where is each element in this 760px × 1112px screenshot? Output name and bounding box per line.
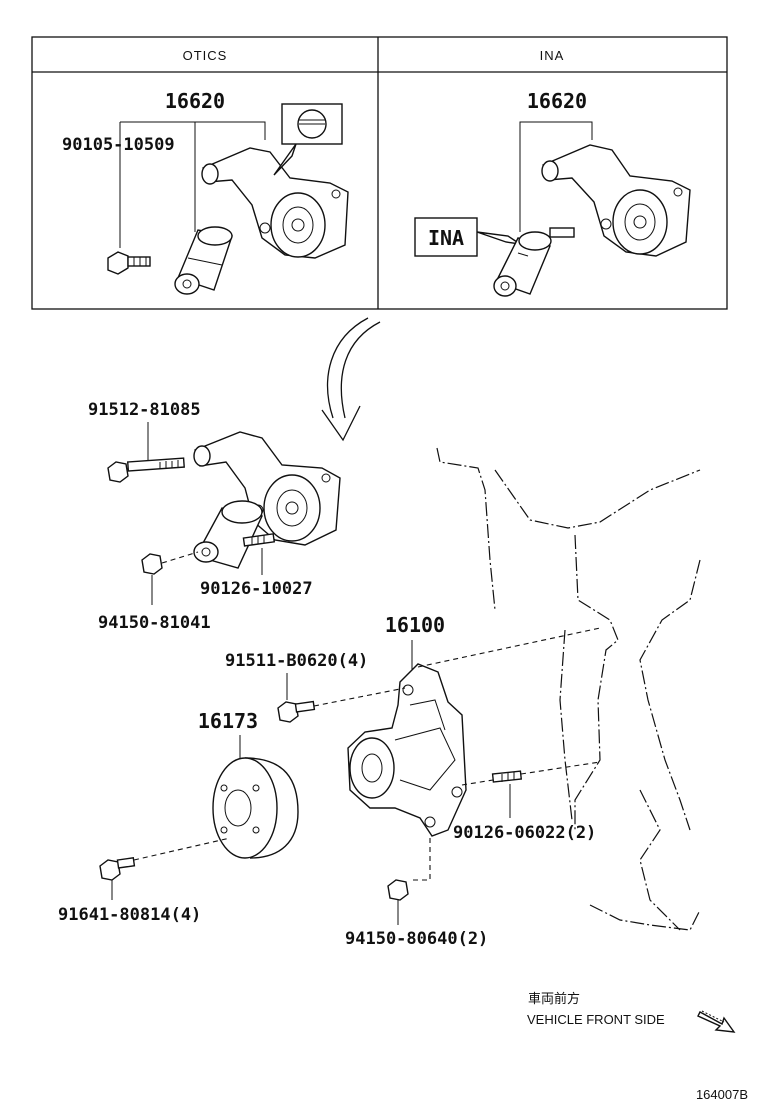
tensioner-bolt-label: 91512-81085 (88, 400, 201, 420)
otics-tensioner-label: 16620 (165, 89, 225, 113)
ina-callout-label: INA (428, 226, 464, 250)
pump-stud (491, 770, 523, 783)
otics-assembly-leader (120, 121, 266, 140)
pulley-bolt-dash (133, 837, 231, 861)
ina-damper (493, 227, 575, 297)
pulley-bolt (99, 857, 136, 881)
curved-arrow-outer (340, 321, 381, 419)
diagram-id: 164007B (696, 1087, 748, 1102)
ina-callout-box (414, 217, 478, 257)
variant-table: OTICS INA (31, 36, 728, 310)
ina-assembly-leader (519, 121, 593, 232)
water-pump-label: 16100 (385, 613, 445, 637)
otics-panel: 16620 90105-10509 (62, 89, 349, 295)
ina-panel: 16620 INA (414, 89, 691, 297)
otics-damper (174, 226, 233, 295)
vehicle-front-japanese: 車両前方 (528, 991, 580, 1006)
tensioner-pulley (263, 474, 321, 542)
tensioner-stud-label: 90126-10027 (200, 579, 313, 599)
otics-bolt-label: 90105-10509 (62, 135, 175, 155)
pump-nut-label: 94150-80640(2) (345, 929, 488, 949)
pump-pulley-label: 16173 (198, 709, 258, 733)
otics-pulley (270, 192, 326, 258)
pump-pulley-group: 16173 91641-80814(4) (58, 709, 299, 925)
tensioner-assembly: 91512-81085 (88, 400, 341, 633)
pump-nut (387, 879, 409, 901)
vehicle-front-arrow-icon (697, 1010, 736, 1033)
pump-bolt (277, 700, 316, 723)
engine-outline (436, 447, 701, 931)
vehicle-front-note: 車両前方 VEHICLE FRONT SIDE (527, 991, 736, 1033)
ina-callout-arrow (476, 231, 521, 245)
pump-stud-dash-inner (461, 779, 494, 786)
ina-tensioner-label: 16620 (527, 89, 587, 113)
ina-pulley (612, 189, 668, 255)
water-pump-group: 16100 91511-B0620(4) (225, 613, 601, 949)
tensioner-stud (242, 533, 276, 547)
curved-arrow-head (321, 405, 361, 442)
tensioner-nut-dash (161, 551, 199, 564)
pulley-bolt-label: 91641-80814(4) (58, 905, 201, 925)
otics-bolt (107, 251, 151, 275)
otics-detail-callout (273, 103, 343, 176)
vehicle-front-english: VEHICLE FRONT SIDE (527, 1012, 665, 1027)
ina-bracket (541, 144, 691, 257)
tensioner-nut (141, 553, 163, 575)
ina-header: INA (540, 48, 565, 63)
pump-stud-label: 90126-06022(2) (453, 823, 596, 843)
tensioner-bolt (107, 457, 185, 483)
water-pump (347, 663, 467, 837)
curved-arrow-inner (326, 317, 369, 419)
pump-bolt-dash (313, 687, 406, 707)
pump-nut-dash (410, 838, 431, 881)
pump-pulley (212, 757, 299, 859)
otics-header: OTICS (183, 48, 228, 63)
pump-bolt-label: 91511-B0620(4) (225, 651, 368, 671)
tensioner-nut-label: 94150-81041 (98, 613, 211, 633)
pump-to-engine-dash-top (417, 627, 601, 668)
table-frame (31, 36, 728, 310)
tensioner-damper (193, 500, 264, 569)
pump-stud-dash (520, 761, 601, 775)
